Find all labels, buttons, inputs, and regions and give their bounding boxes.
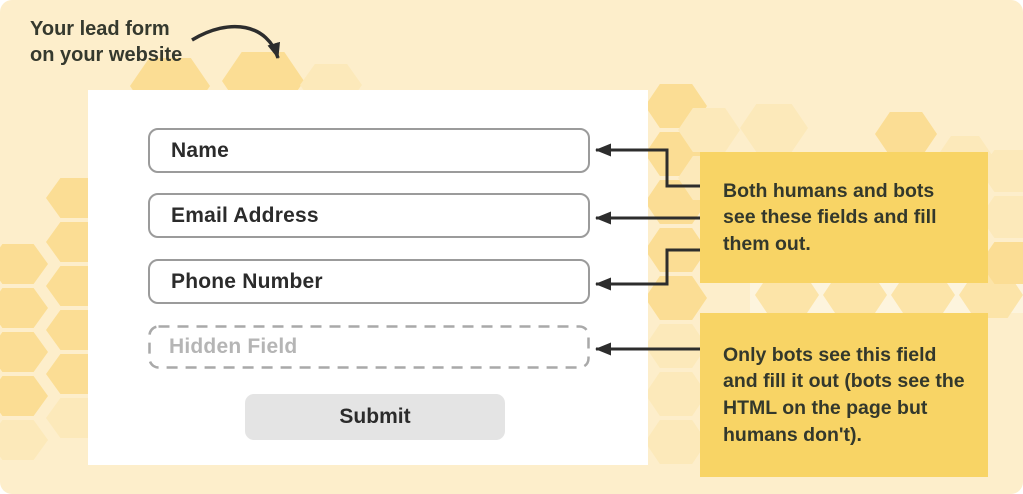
phone-input[interactable]: Phone Number: [148, 259, 590, 304]
hexagon-decoration: [0, 332, 48, 372]
hexagon-decoration: [0, 288, 48, 328]
hexagon-decoration: [645, 420, 707, 464]
hexagon-decoration: [645, 372, 707, 416]
hexagon-decoration: [645, 228, 707, 272]
hidden-input-label: Hidden Field: [169, 335, 298, 358]
hexagon-decoration: [0, 244, 48, 284]
email-input[interactable]: Email Address: [148, 193, 590, 238]
hexagon-decoration: [645, 276, 707, 320]
dashed-border-decoration: [148, 325, 590, 369]
lead-form-annotation-line2: on your website: [30, 44, 183, 66]
callout-visible-fields: Both humans and bots see these fields an…: [700, 152, 988, 283]
hexagon-decoration: [0, 420, 48, 460]
name-input[interactable]: Name: [148, 128, 590, 173]
name-input-label: Name: [171, 138, 229, 162]
lead-form-annotation: Your lead form on your website: [30, 16, 182, 68]
email-input-label: Email Address: [171, 203, 319, 227]
hexagon-decoration: [0, 376, 48, 416]
hidden-honeypot-input[interactable]: Hidden Field: [148, 325, 590, 369]
submit-button[interactable]: Submit: [245, 394, 505, 440]
hexagon-decoration: [740, 104, 808, 152]
hexagon-decoration: [645, 324, 707, 368]
callout-hidden-field-text: Only bots see this field and fill it out…: [723, 343, 965, 446]
lead-form-annotation-line1: Your lead form: [30, 18, 170, 40]
callout-hidden-field: Only bots see this field and fill it out…: [700, 313, 988, 477]
hexagon-decoration: [875, 112, 937, 156]
hexagon-decoration: [678, 108, 740, 152]
phone-input-label: Phone Number: [171, 269, 323, 293]
callout-visible-fields-text: Both humans and bots see these fields an…: [723, 179, 937, 255]
